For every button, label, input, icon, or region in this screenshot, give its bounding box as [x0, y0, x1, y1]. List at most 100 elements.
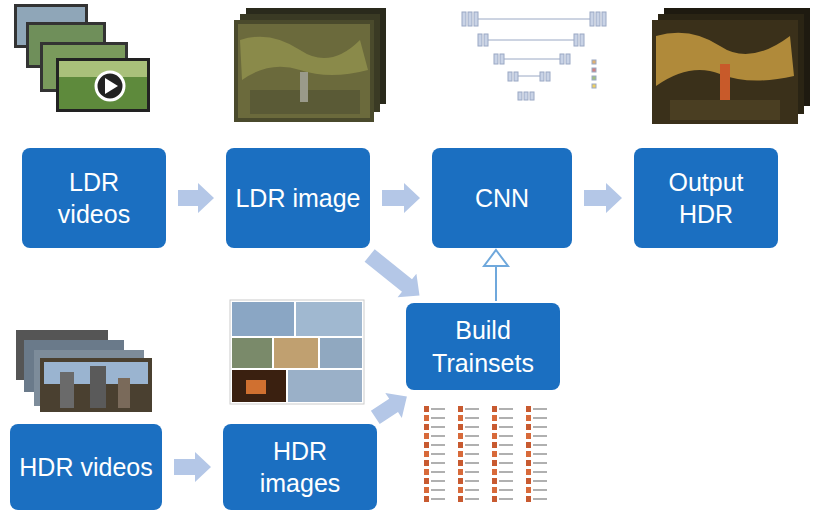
file-icon — [458, 415, 463, 421]
file-name-mark — [533, 426, 547, 428]
file-name-mark — [465, 462, 479, 464]
process-box: HDR videos — [10, 424, 162, 510]
file-icon — [424, 487, 429, 493]
process-box: LDR videos — [22, 148, 166, 248]
block-arrow-shape — [371, 393, 407, 424]
file-icon — [526, 415, 531, 421]
file-name-mark — [533, 489, 547, 491]
block-arrow — [178, 183, 214, 213]
file-name-mark — [465, 471, 479, 473]
video-thumbnails — [14, 4, 150, 112]
trainset-file-list — [424, 406, 547, 502]
file-name-mark — [431, 435, 445, 437]
file-icon — [526, 496, 531, 502]
process-box: CNN — [432, 148, 572, 248]
file-icon — [458, 433, 463, 439]
hdr-video-frames — [16, 330, 152, 412]
file-name-mark — [431, 426, 445, 428]
block-arrow — [365, 249, 420, 297]
box-label: HDR images — [231, 435, 369, 500]
file-name-mark — [533, 498, 547, 500]
file-icon — [492, 406, 497, 412]
file-name-mark — [431, 408, 445, 410]
file-icon — [492, 424, 497, 430]
file-icon — [424, 442, 429, 448]
box-label: Output HDR — [642, 166, 770, 231]
file-icon — [458, 496, 463, 502]
block-arrow — [382, 183, 420, 213]
file-icon — [526, 442, 531, 448]
box-label: CNN — [475, 182, 529, 215]
file-name-mark — [431, 489, 445, 491]
file-icon — [492, 460, 497, 466]
file-icon — [492, 415, 497, 421]
file-icon — [424, 424, 429, 430]
file-name-mark — [533, 444, 547, 446]
file-name-mark — [465, 444, 479, 446]
process-box: HDR images — [223, 424, 377, 510]
file-name-mark — [499, 462, 513, 464]
file-name-mark — [499, 408, 513, 410]
file-icon — [424, 433, 429, 439]
file-icon — [492, 496, 497, 502]
file-icon — [526, 478, 531, 484]
block-arrow-shape — [584, 183, 622, 213]
file-icon — [424, 469, 429, 475]
file-name-mark — [431, 480, 445, 482]
block-arrow — [174, 452, 211, 482]
file-name-mark — [431, 462, 445, 464]
file-icon — [526, 487, 531, 493]
file-name-mark — [533, 480, 547, 482]
file-icon — [424, 478, 429, 484]
file-icon — [458, 460, 463, 466]
file-icon — [526, 451, 531, 457]
hollow-arrowhead — [484, 250, 508, 266]
file-icon — [526, 469, 531, 475]
box-label: Build Trainsets — [414, 314, 552, 379]
file-icon — [526, 406, 531, 412]
file-icon — [526, 424, 531, 430]
file-name-mark — [499, 444, 513, 446]
file-name-mark — [465, 498, 479, 500]
file-name-mark — [499, 417, 513, 419]
file-name-mark — [499, 489, 513, 491]
file-name-mark — [533, 408, 547, 410]
file-name-mark — [533, 471, 547, 473]
file-icon — [458, 478, 463, 484]
file-name-mark — [465, 480, 479, 482]
file-icon — [492, 487, 497, 493]
file-name-mark — [499, 453, 513, 455]
file-icon — [458, 451, 463, 457]
feed-arrow — [484, 250, 508, 301]
file-icon — [492, 433, 497, 439]
file-icon — [424, 496, 429, 502]
file-name-mark — [533, 435, 547, 437]
file-name-mark — [431, 498, 445, 500]
process-box: LDR image — [226, 148, 370, 248]
file-icon — [424, 406, 429, 412]
file-name-mark — [465, 435, 479, 437]
block-arrow-shape — [174, 452, 211, 482]
box-label: LDR image — [235, 182, 360, 215]
file-icon — [424, 460, 429, 466]
ldr-frames — [234, 8, 386, 122]
file-name-mark — [465, 489, 479, 491]
file-name-mark — [499, 480, 513, 482]
file-icon — [458, 406, 463, 412]
file-name-mark — [499, 471, 513, 473]
file-name-mark — [431, 453, 445, 455]
file-icon — [492, 478, 497, 484]
block-arrow — [371, 393, 407, 424]
file-name-mark — [533, 462, 547, 464]
file-name-mark — [465, 426, 479, 428]
file-icon — [424, 451, 429, 457]
block-arrow-shape — [178, 183, 214, 213]
file-icon — [458, 424, 463, 430]
file-icon — [458, 487, 463, 493]
hdr-image-collage — [230, 300, 364, 404]
feed-line — [495, 266, 497, 301]
process-box: Build Trainsets — [406, 303, 560, 390]
process-box: Output HDR — [634, 148, 778, 248]
block-arrow-shape — [382, 183, 420, 213]
file-icon — [492, 442, 497, 448]
